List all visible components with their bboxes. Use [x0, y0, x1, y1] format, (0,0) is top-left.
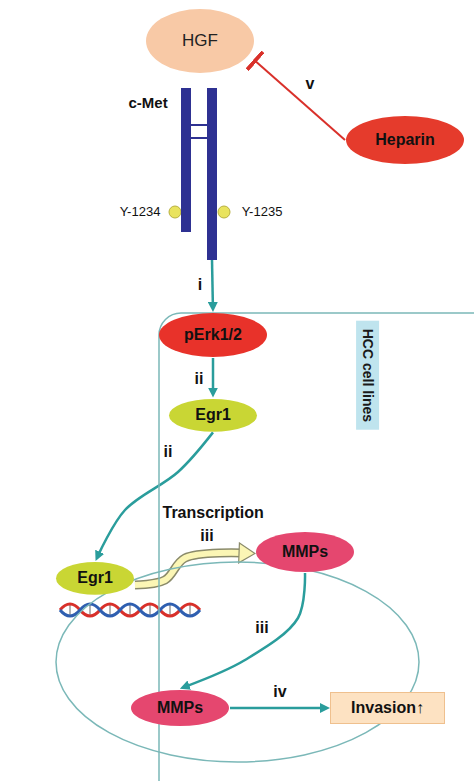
ellipse-outline — [346, 116, 464, 164]
node-label: c-Met — [129, 94, 168, 112]
connector-path — [211, 260, 214, 306]
step-label-holder: i — [198, 275, 202, 294]
transcription-factor: Egr1 — [168, 398, 258, 433]
node-label: Heparin — [375, 130, 435, 149]
dna-rung — [169, 604, 171, 616]
node-label: Transcription — [163, 503, 264, 522]
step-number: i — [198, 275, 202, 294]
block-arrow-outline — [135, 553, 243, 585]
inhibition-line — [255, 61, 345, 140]
step-label-holder: ii — [195, 369, 204, 388]
step-label-holder: iv — [273, 682, 286, 701]
dna-rung — [189, 604, 191, 616]
receptor: c-Met — [110, 85, 225, 260]
gene-product: MMPs — [130, 689, 230, 727]
connector-path — [230, 707, 324, 710]
step-number: iv — [273, 682, 286, 701]
node-label: Egr1 — [77, 568, 113, 587]
phosphosite-label: Y-1234 — [120, 204, 161, 220]
site-label-holder: Y-1234 — [120, 204, 161, 220]
node-outline — [110, 85, 225, 260]
step-number: iii — [200, 526, 213, 545]
step-number: ii — [164, 442, 173, 461]
dna-rung — [149, 604, 151, 616]
node-label: Invasion↑ — [351, 698, 424, 717]
connector-path — [98, 432, 213, 555]
box-outline — [331, 693, 445, 724]
step-label-holder: ii — [164, 442, 173, 461]
node-label: HCC cell lines — [356, 320, 379, 429]
phosphosite-dot — [169, 206, 181, 218]
node-label: HGF — [182, 31, 218, 51]
signal-arrow — [213, 358, 214, 392]
dna-rung — [89, 604, 91, 616]
dna-rung — [109, 604, 111, 616]
kinase-ellipse: pErk1/2 — [158, 312, 268, 358]
node-label: pErk1/2 — [184, 325, 242, 344]
receptor-chain — [207, 88, 217, 260]
inhibitor-ellipse: Heparin — [345, 115, 465, 165]
ellipse-outline — [256, 532, 354, 572]
connector-path — [255, 61, 345, 140]
step-label-holder: iii — [255, 618, 268, 637]
ellipse-outline — [146, 9, 254, 73]
cell-outline: pErk1/2Egr1Egr1MMPsTranscriptionMMPsHCC … — [5, 178, 400, 738]
ellipse-outline — [131, 690, 229, 726]
ellipse-outline — [56, 562, 134, 595]
disulfide-bond — [191, 124, 207, 126]
step-label-holder: v — [306, 74, 315, 93]
phosphosite-dot — [218, 206, 230, 218]
receptor-chain — [181, 88, 191, 232]
step-label-holder: iii — [200, 526, 213, 545]
connector-path — [212, 358, 215, 392]
dna-rung — [69, 604, 71, 616]
site-label-holder: Y-1235 — [242, 204, 283, 220]
ligand-ellipse: HGF — [145, 8, 255, 74]
step-number: v — [306, 74, 315, 93]
translocation-arrow — [98, 432, 213, 555]
node-label: Egr1 — [195, 405, 231, 424]
connector-path — [185, 573, 305, 687]
step-number: iii — [255, 618, 268, 637]
signal-arrow — [212, 260, 214, 306]
secretion-arrow — [185, 573, 305, 687]
connector-path — [135, 553, 243, 585]
node-outline — [5, 178, 305, 328]
gene-product: MMPs — [255, 531, 355, 573]
transcription-factor: Egr1 — [55, 561, 135, 596]
node-label: MMPs — [282, 542, 328, 561]
outcome-box: Invasion↑ — [330, 692, 445, 724]
dna-rung — [129, 604, 131, 616]
signal-arrow — [230, 708, 324, 709]
transcription-arrow — [135, 553, 243, 585]
phosphosite-label: Y-1235 — [242, 204, 283, 220]
ellipse-outline — [159, 313, 267, 357]
disulfide-bond — [191, 137, 207, 139]
node-label: MMPs — [157, 698, 203, 717]
ellipse-outline — [56, 562, 419, 762]
nucleus: Egr1 MMPs Transcription — [30, 470, 395, 672]
step-number: ii — [195, 369, 204, 388]
ellipse-outline — [169, 399, 257, 432]
